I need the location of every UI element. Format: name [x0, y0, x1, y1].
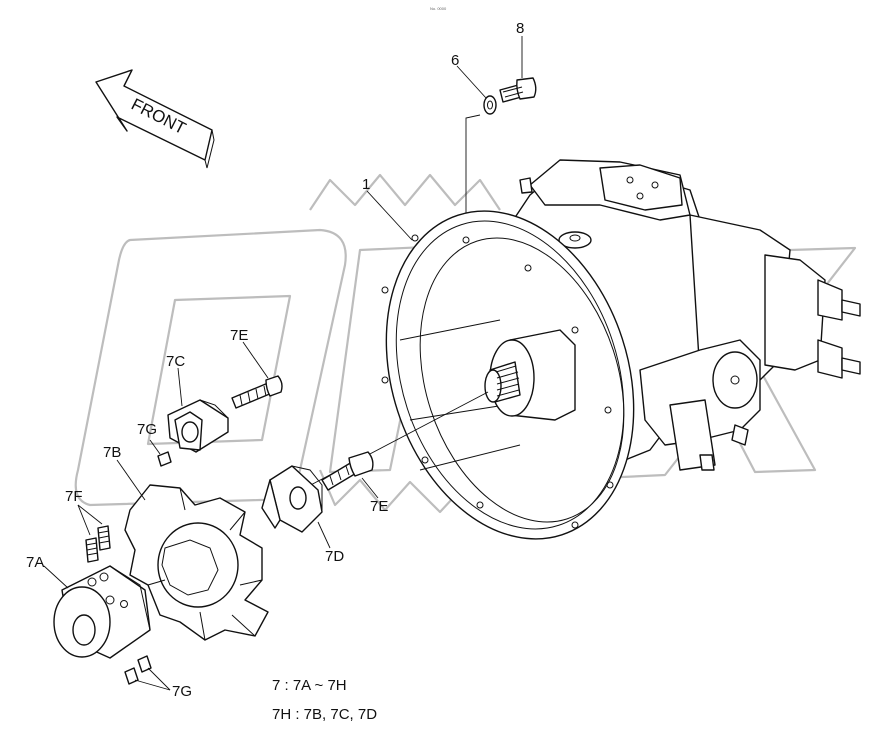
- leader-7F-a: [77, 504, 91, 536]
- callout-7E-top: 7E: [230, 327, 248, 344]
- set-screws-part-7F: [85, 525, 111, 563]
- callout-7G-top: 7G: [137, 421, 157, 438]
- set-screw-part-7G-top: [157, 451, 172, 467]
- hub-part-7C: [167, 399, 229, 453]
- coupling-hub-part-7A: [53, 565, 151, 659]
- flange-bolt-holes: [381, 234, 614, 529]
- note-line-1: 7 : 7A ~ 7H: [272, 677, 347, 694]
- callout-7F: 7F: [65, 488, 83, 505]
- leader-7G-top: [149, 439, 161, 455]
- bolt-part-8: [499, 77, 537, 103]
- leader-7F-b: [77, 504, 103, 525]
- note-line-2: 7H : 7B, 7C, 7D: [272, 706, 377, 723]
- leader-7B: [116, 459, 146, 501]
- leader-7D: [317, 521, 331, 549]
- callout-7A: 7A: [26, 554, 44, 571]
- callout-6: 6: [451, 52, 459, 69]
- hub-part-7D: [261, 465, 323, 533]
- callout-8: 8: [516, 20, 524, 37]
- elastic-element-part-7B: [124, 484, 269, 641]
- leader-7C: [177, 367, 183, 407]
- leader-7G-bottom-b: [147, 667, 171, 691]
- callout-7C: 7C: [166, 353, 185, 370]
- pump-assembly-part-1: [381, 159, 861, 540]
- callout-7B: 7B: [103, 444, 121, 461]
- front-direction-arrow: FRONT: [95, 69, 215, 169]
- cap-screw-part-7E-top: [231, 375, 283, 409]
- washer-part-6: [483, 95, 497, 115]
- leader-7G-bottom-a: [134, 679, 171, 691]
- leader-6-mount: [465, 114, 481, 215]
- leader-1: [366, 190, 413, 241]
- callout-7D: 7D: [325, 548, 344, 565]
- leader-6: [456, 65, 487, 99]
- set-screws-part-7G-bottom: [124, 655, 152, 685]
- callout-7G-bottom: 7G: [172, 683, 192, 700]
- callout-7E-mid: 7E: [370, 498, 388, 515]
- small-header-mark: No. 0000: [430, 6, 447, 11]
- callout-1: 1: [362, 176, 370, 193]
- leader-7E-top: [242, 341, 269, 379]
- leader-7A: [43, 565, 69, 589]
- leader-7E-mid: [361, 477, 379, 499]
- cap-screw-part-7E-mid: [321, 451, 374, 491]
